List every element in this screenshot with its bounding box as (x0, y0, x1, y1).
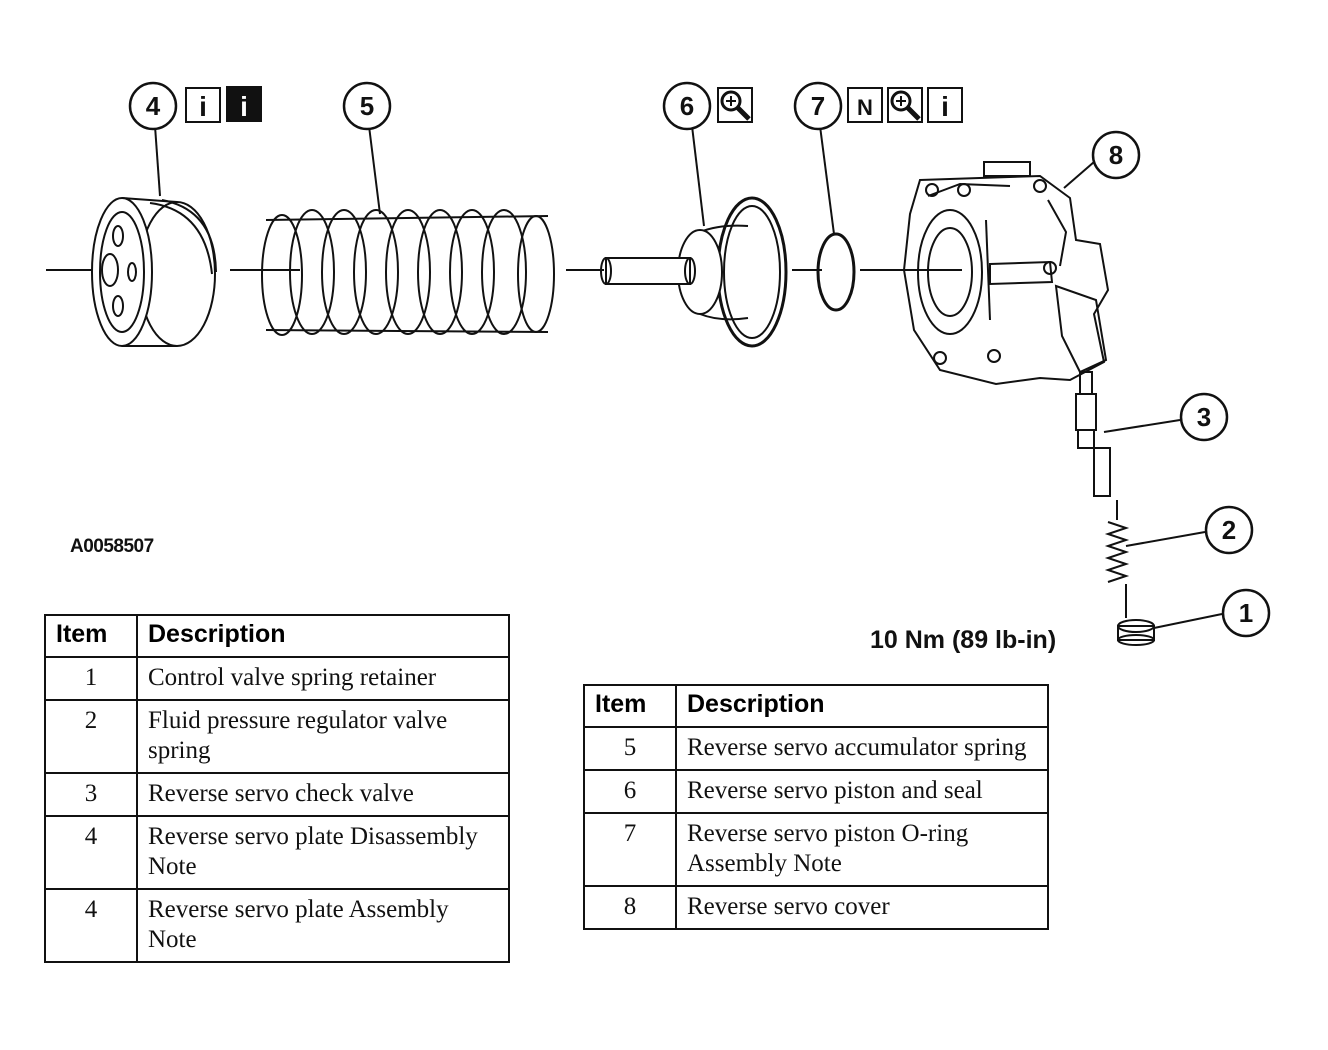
item-number: 1 (44, 656, 138, 701)
column-header-description: Description (675, 684, 1049, 728)
n-icon: N (847, 87, 883, 123)
info-icon-solid: i (226, 86, 262, 122)
info-icon: i (927, 87, 963, 123)
item-number: 3 (44, 772, 138, 817)
column-header-item: Item (583, 684, 677, 728)
info-icon: i (185, 87, 221, 123)
torque-specification: 10 Nm (89 lb-in) (870, 626, 1057, 654)
callout-circle-7 (793, 81, 843, 131)
leader-line (1103, 419, 1181, 433)
table-row: 5 Reverse servo accumulator spring (583, 726, 1049, 771)
item-description: Reverse servo cover (675, 885, 1049, 930)
item-number: 7 (583, 812, 677, 887)
callout-number: 3 (1197, 402, 1211, 432)
magnifier-icon (887, 87, 923, 123)
servo-cover-part (902, 161, 1110, 386)
piston-seal-part (600, 196, 788, 348)
callout-circle-8 (1091, 130, 1141, 180)
callout-number: 4 (146, 91, 161, 121)
item-number: 8 (583, 885, 677, 930)
column-header-item: Item (44, 614, 138, 658)
table-row: 4 Reverse servo plate Disassembly Note (44, 815, 510, 890)
item-number: 5 (583, 726, 677, 771)
item-description: Fluid pressure regulator valve spring (136, 699, 510, 774)
magnifier-icon (717, 87, 753, 123)
callout-circle-2 (1204, 505, 1254, 555)
item-number: 4 (44, 815, 138, 890)
check-valve-part (1075, 371, 1111, 497)
callout-circle-6 (662, 81, 712, 131)
item-description: Reverse servo accumulator spring (675, 726, 1049, 771)
item-description: Reverse servo piston and seal (675, 769, 1049, 814)
svg-text:i: i (199, 91, 207, 122)
svg-text:i: i (240, 91, 248, 122)
accumulator-spring-part (261, 209, 555, 336)
table-row: 1 Control valve spring retainer (44, 656, 510, 701)
table-row: 2 Fluid pressure regulator valve spring (44, 699, 510, 774)
parts-legend-table: Item Description 5 Reverse servo accumul… (583, 684, 1049, 930)
item-number: 6 (583, 769, 677, 814)
callout-circle-4 (128, 81, 178, 131)
leader-line (368, 125, 381, 215)
leader-line (1125, 531, 1206, 547)
item-description: Reverse servo piston O-ring Assembly Not… (675, 812, 1049, 887)
regulator-spring-part (1104, 500, 1130, 618)
table-row: 8 Reverse servo cover (583, 885, 1049, 930)
item-description: Reverse servo check valve (136, 772, 510, 817)
svg-text:N: N (857, 95, 873, 120)
svg-text:i: i (941, 91, 949, 122)
leader-line (1063, 161, 1095, 189)
leader-line (154, 125, 161, 197)
callout-circle-3 (1179, 392, 1229, 442)
spring-retainer-part (1117, 619, 1155, 646)
table-row: 7 Reverse servo piston O-ring Assembly N… (583, 812, 1049, 887)
column-header-description: Description (136, 614, 510, 658)
table-row: 4 Reverse servo plate Assembly Note (44, 888, 510, 963)
callout-number: 2 (1222, 515, 1236, 545)
item-number: 4 (44, 888, 138, 963)
callout-number: 6 (680, 91, 694, 121)
servo-plate-part (91, 197, 217, 347)
o-ring-part (816, 232, 856, 312)
leader-line (691, 125, 705, 227)
callout-number: 5 (360, 91, 374, 121)
parts-legend-table: Item Description 1 Control valve spring … (44, 614, 510, 963)
callout-circle-5 (342, 81, 392, 131)
callout-number: 8 (1109, 140, 1123, 170)
figure-reference-id: A0058507 (70, 536, 154, 557)
callout-number: 1 (1239, 598, 1253, 628)
callout-number: 7 (811, 91, 825, 121)
item-description: Reverse servo plate Disassembly Note (136, 815, 510, 890)
leader-line (1153, 613, 1223, 629)
item-description: Reverse servo plate Assembly Note (136, 888, 510, 963)
leader-line (819, 125, 835, 235)
table-row: 3 Reverse servo check valve (44, 772, 510, 817)
callout-circle-1 (1221, 588, 1271, 638)
item-description: Control valve spring retainer (136, 656, 510, 701)
item-number: 2 (44, 699, 138, 774)
table-row: 6 Reverse servo piston and seal (583, 769, 1049, 814)
